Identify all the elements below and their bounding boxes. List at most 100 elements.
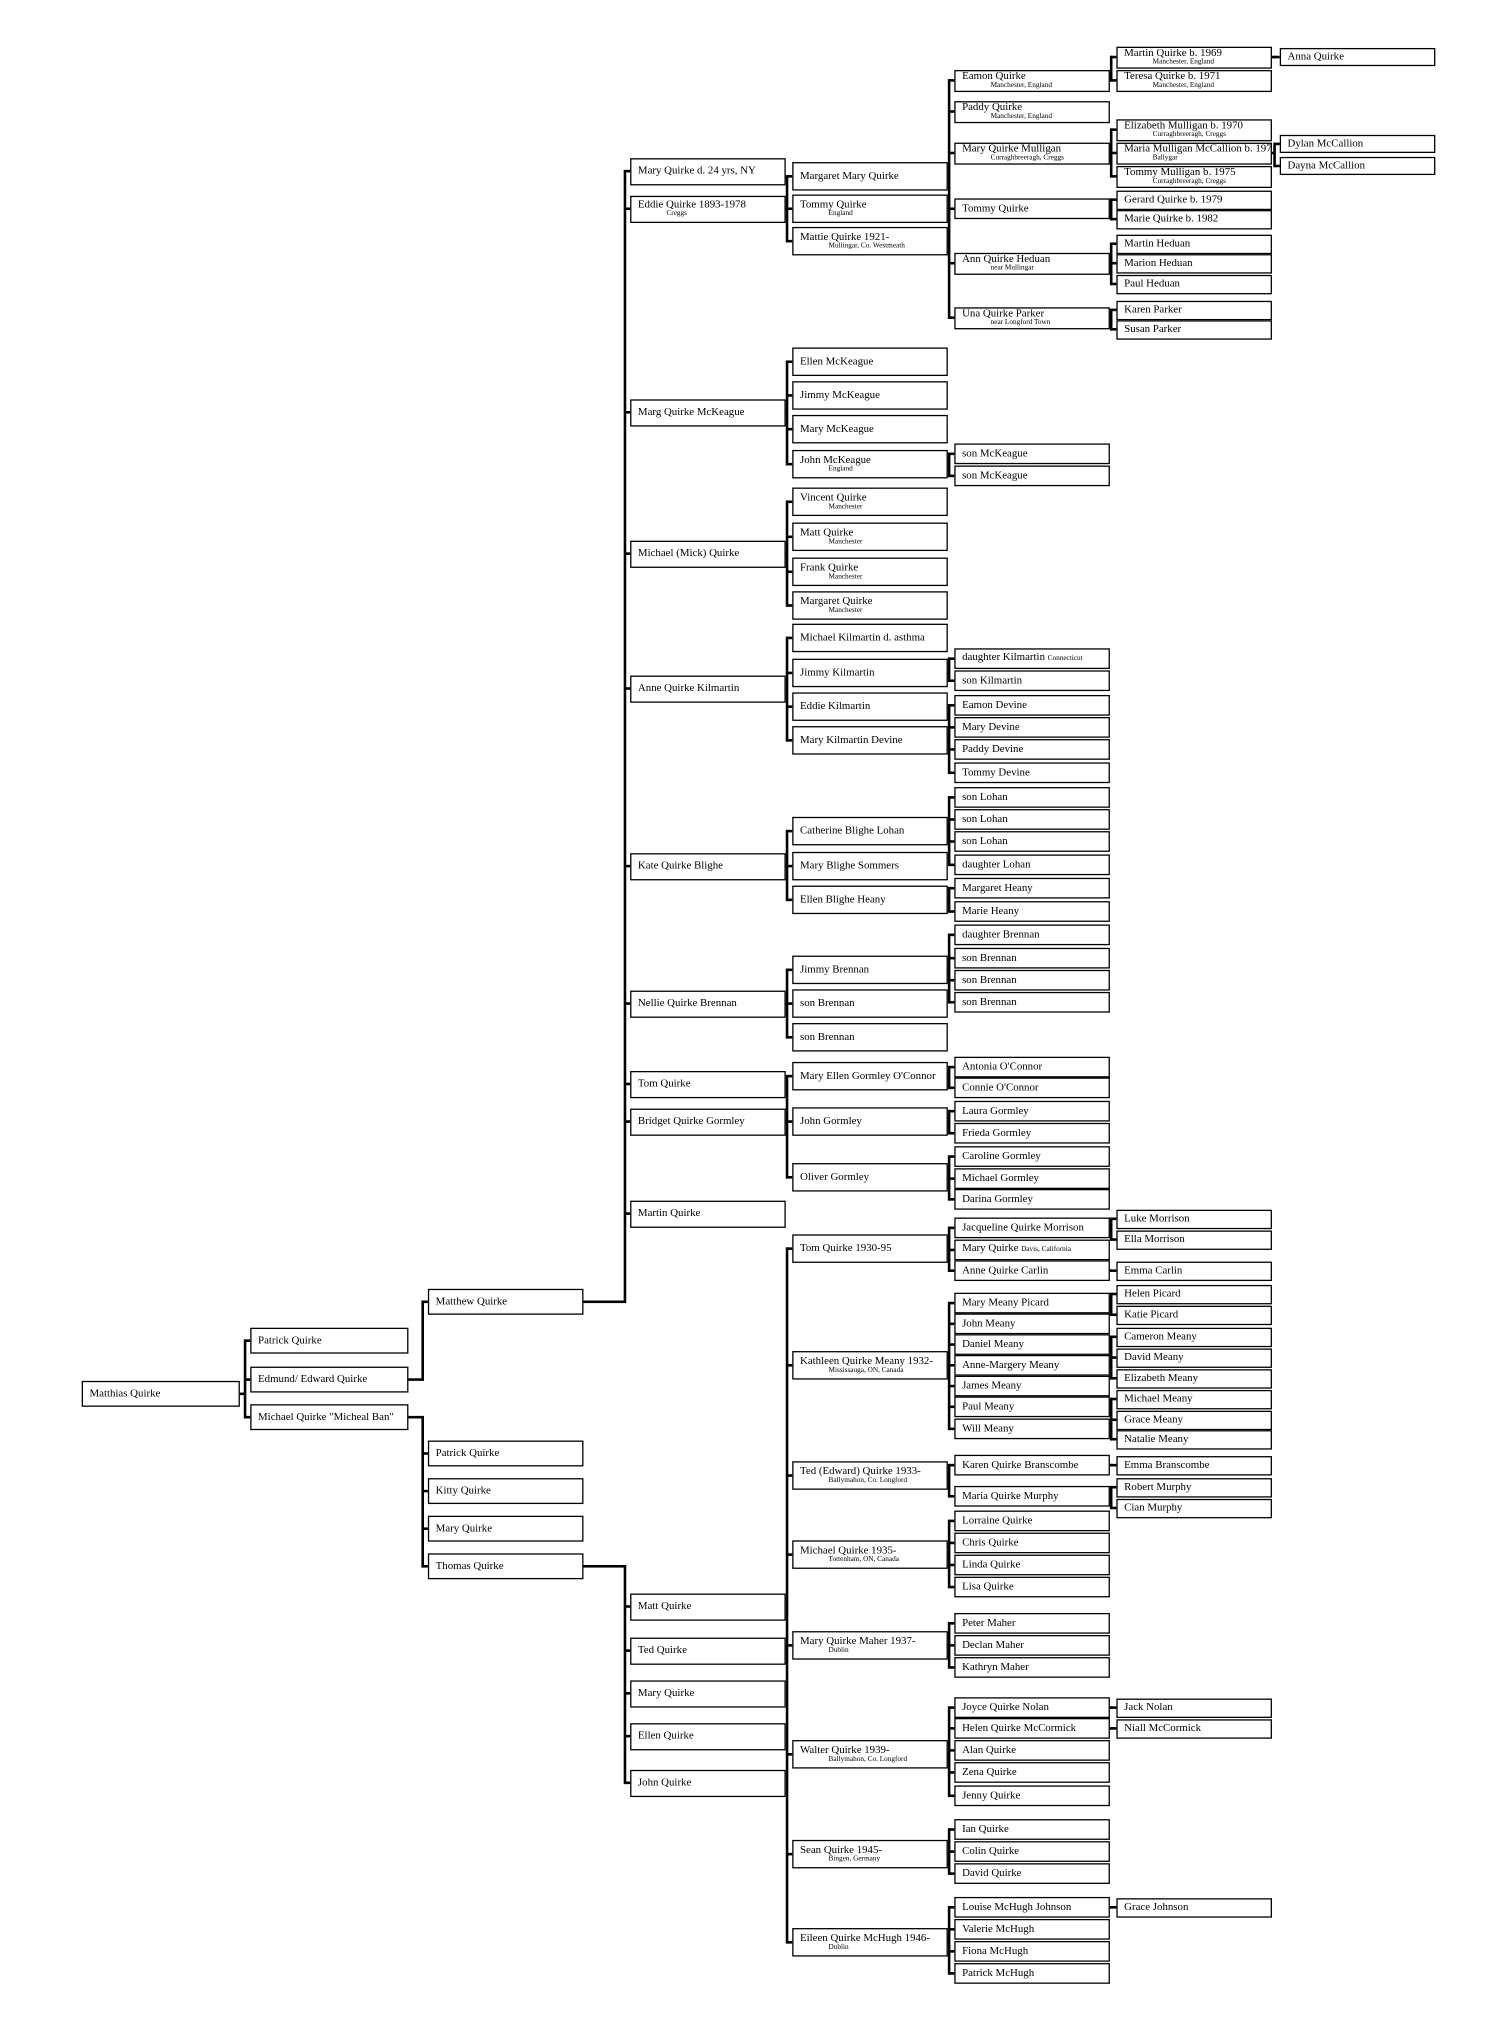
person-box[interactable]: Ian Quirke bbox=[954, 1819, 1110, 1840]
person-box[interactable]: Karen Quirke Branscombe bbox=[954, 1454, 1110, 1476]
person-box[interactable]: Michael Quirke 1935-Tottenham, ON, Canad… bbox=[792, 1540, 948, 1569]
person-box[interactable]: Valerie McHugh bbox=[954, 1918, 1110, 1940]
person-box[interactable]: Dylan McCallion bbox=[1279, 134, 1436, 153]
person-box[interactable]: Robert Murphy bbox=[1116, 1477, 1272, 1497]
person-box[interactable]: Caroline Gormley bbox=[954, 1146, 1110, 1167]
person-box[interactable]: son Brennan bbox=[954, 947, 1110, 969]
person-box[interactable]: Anne-Margery Meany bbox=[954, 1354, 1110, 1376]
person-box[interactable]: Emma Branscombe bbox=[1116, 1455, 1272, 1475]
person-box[interactable]: Marion Heduan bbox=[1116, 253, 1272, 273]
person-box[interactable]: Michael Meany bbox=[1116, 1389, 1272, 1409]
person-box[interactable]: son McKeague bbox=[954, 443, 1110, 465]
person-box[interactable]: John Gormley bbox=[792, 1107, 948, 1136]
person-box[interactable]: Michael Quirke "Micheal Ban" bbox=[250, 1404, 409, 1431]
person-box[interactable]: Grace Johnson bbox=[1116, 1897, 1272, 1918]
person-box[interactable]: Grace Meany bbox=[1116, 1410, 1272, 1430]
person-box[interactable]: Walter Quirke 1939-Ballymahon, Co. Longf… bbox=[792, 1740, 948, 1769]
person-box[interactable]: Catherine Blighe Lohan bbox=[792, 816, 948, 846]
person-box[interactable]: Matthew Quirke bbox=[427, 1288, 584, 1315]
person-box[interactable]: Natalie Meany bbox=[1116, 1429, 1272, 1449]
person-box[interactable]: Ellen McKeague bbox=[792, 347, 948, 377]
person-box[interactable]: Declan Maher bbox=[954, 1635, 1110, 1656]
person-box[interactable]: son Lohan bbox=[954, 787, 1110, 808]
person-box[interactable]: Matt Quirke bbox=[630, 1592, 786, 1621]
person-box[interactable]: James Meany bbox=[954, 1375, 1110, 1397]
person-box[interactable]: Emma Carlin bbox=[1116, 1260, 1272, 1281]
person-box[interactable]: Patrick Quirke bbox=[250, 1327, 409, 1354]
person-box[interactable]: Marg Quirke McKeague bbox=[630, 398, 786, 426]
person-box[interactable]: Edmund/ Edward Quirke bbox=[250, 1366, 409, 1393]
person-box[interactable]: Anna Quirke bbox=[1279, 47, 1436, 67]
person-box[interactable]: Ella Morrison bbox=[1116, 1229, 1272, 1250]
person-box[interactable]: Joyce Quirke Nolan bbox=[954, 1697, 1110, 1718]
person-box[interactable]: Patrick McHugh bbox=[954, 1963, 1110, 1984]
person-box[interactable]: Jimmy Brennan bbox=[792, 955, 948, 985]
person-box[interactable]: Elizabeth Meany bbox=[1116, 1368, 1272, 1389]
person-box[interactable]: Mary Ellen Gormley O'Connor bbox=[792, 1061, 948, 1091]
person-box[interactable]: Mary Quirke bbox=[630, 1679, 786, 1707]
person-box[interactable]: Cameron Meany bbox=[1116, 1327, 1272, 1347]
person-box[interactable]: Frieda Gormley bbox=[954, 1122, 1110, 1144]
person-box[interactable]: Lisa Quirke bbox=[954, 1576, 1110, 1598]
person-box[interactable]: Louise McHugh Johnson bbox=[954, 1896, 1110, 1918]
person-box[interactable]: Luke Morrison bbox=[1116, 1209, 1272, 1229]
person-box[interactable]: son McKeague bbox=[954, 465, 1110, 487]
person-box[interactable]: Kitty Quirke bbox=[427, 1478, 584, 1505]
person-box[interactable]: Colin Quirke bbox=[954, 1841, 1110, 1862]
person-box[interactable]: Nellie Quirke Brennan bbox=[630, 989, 786, 1018]
person-box[interactable]: Margaret Mary Quirke bbox=[792, 162, 948, 191]
person-box[interactable]: Niall McCormick bbox=[1116, 1718, 1272, 1739]
person-box[interactable]: Ellen Blighe Heany bbox=[792, 885, 948, 915]
person-box[interactable]: Paul Meany bbox=[954, 1396, 1110, 1418]
person-box[interactable]: Eddie Kilmartin bbox=[792, 692, 948, 721]
person-box[interactable]: Marie Heany bbox=[954, 901, 1110, 922]
person-box[interactable]: Dayna McCallion bbox=[1279, 156, 1436, 176]
person-box[interactable]: Oliver Gormley bbox=[792, 1163, 948, 1192]
person-box[interactable]: Tommy Devine bbox=[954, 762, 1110, 784]
person-box[interactable]: Antonia O'Connor bbox=[954, 1056, 1110, 1078]
person-box[interactable]: Mary Devine bbox=[954, 717, 1110, 738]
person-box[interactable]: Anne Quirke Carlin bbox=[954, 1260, 1110, 1282]
person-box[interactable]: son Brennan bbox=[954, 969, 1110, 991]
person-box[interactable]: daughter Brennan bbox=[954, 924, 1110, 946]
person-box[interactable]: Zena Quirke bbox=[954, 1762, 1110, 1783]
person-box[interactable]: Jenny Quirke bbox=[954, 1785, 1110, 1807]
person-box[interactable]: Daniel Meany bbox=[954, 1334, 1110, 1355]
person-box[interactable]: Tommy Quirke bbox=[954, 198, 1110, 220]
person-box[interactable]: son Brennan bbox=[792, 1023, 948, 1052]
person-box[interactable]: Marie Quirke b. 1982 bbox=[1116, 209, 1272, 229]
person-box[interactable]: Cian Murphy bbox=[1116, 1498, 1272, 1518]
person-box[interactable]: Will Meany bbox=[954, 1418, 1110, 1440]
person-box[interactable]: daughter Lohan bbox=[954, 854, 1110, 876]
person-box[interactable]: Paddy Devine bbox=[954, 739, 1110, 760]
person-box[interactable]: Eamon Devine bbox=[954, 694, 1110, 716]
person-box[interactable]: Ted (Edward) Quirke 1933-Ballymahon, Co.… bbox=[792, 1461, 948, 1490]
person-box[interactable]: Jack Nolan bbox=[1116, 1697, 1272, 1718]
person-box[interactable]: Mary Kilmartin Devine bbox=[792, 726, 948, 755]
person-box[interactable]: Alan Quirke bbox=[954, 1740, 1110, 1761]
person-box[interactable]: Anne Quirke Kilmartin bbox=[630, 674, 786, 703]
person-box[interactable]: Fiona McHugh bbox=[954, 1941, 1110, 1962]
person-box[interactable]: Tom Quirke bbox=[630, 1070, 786, 1098]
person-box[interactable]: Karen Parker bbox=[1116, 300, 1272, 320]
person-box[interactable]: Thomas Quirke bbox=[427, 1553, 584, 1580]
person-box[interactable]: Martin Heduan bbox=[1116, 234, 1272, 254]
person-box[interactable]: Kathleen Quirke Meany 1932-Mississauga, … bbox=[792, 1351, 948, 1380]
person-box[interactable]: Michael Kilmartin d. asthma bbox=[792, 623, 948, 653]
person-box[interactable]: John Meany bbox=[954, 1313, 1110, 1335]
person-box[interactable]: Jimmy McKeague bbox=[792, 381, 948, 410]
